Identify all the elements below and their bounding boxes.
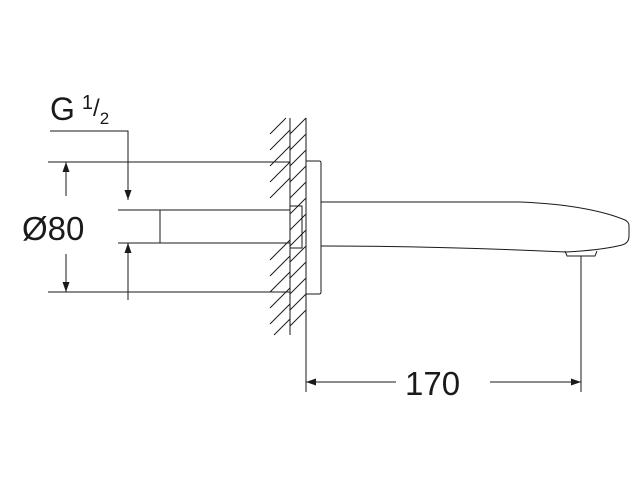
wall-hatching	[269, 117, 307, 336]
connection-pipe	[159, 209, 291, 244]
wall-rosette	[306, 160, 322, 295]
thread-slash: /	[93, 95, 100, 122]
thread-numerator: 1	[81, 92, 94, 114]
spout-body	[320, 201, 630, 253]
thread-denominator: 2	[99, 109, 110, 128]
spout-shank	[290, 205, 303, 249]
length-label: 170	[405, 365, 461, 402]
thread-prefix: G	[50, 91, 75, 127]
diameter-label: Ø80	[22, 210, 85, 247]
thread-leader-line	[50, 130, 132, 200]
